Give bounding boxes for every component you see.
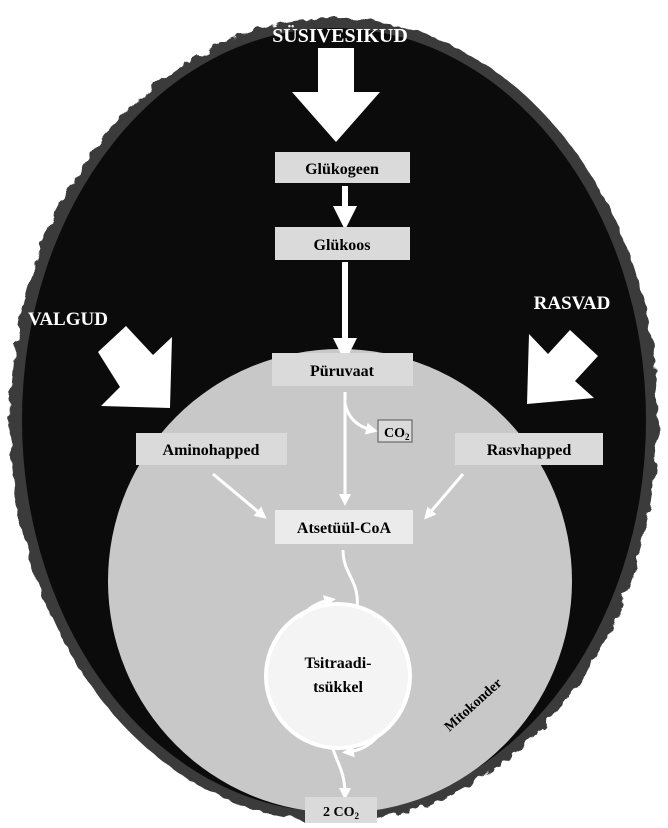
glycogen-box [275, 152, 410, 183]
carbohydrates-label: SÜSIVESIKUD [272, 24, 408, 47]
glucose-box [275, 227, 410, 260]
co2-side-label: CO2 [384, 426, 410, 442]
glycogen-label: Glükogeen [305, 161, 379, 178]
proteins-label: VALGUD [28, 309, 108, 330]
amino-acids-box [136, 433, 287, 465]
acetyl-to-cycle-arrow [341, 549, 359, 609]
pyruvate-box [272, 353, 413, 386]
proteins-arrow [98, 326, 172, 408]
co2-side-box [377, 419, 413, 443]
fats-label: RASVAD [534, 293, 611, 314]
cycle-arrow-bottom [342, 735, 380, 758]
acetyl-coa-label: Atsetüül-CoA [297, 520, 392, 537]
co2-out-subscript: 2 [355, 811, 360, 821]
fatty-to-acetyl-arrow [424, 473, 465, 520]
carbohydrates-arrow [292, 48, 380, 142]
co2-out-label: 2 CO2 [323, 805, 360, 821]
cycle-arrow-top [298, 595, 336, 619]
co2-side-base: CO [384, 426, 405, 441]
pyruvate-to-co2-arrow [343, 403, 378, 435]
fats-arrow [527, 330, 598, 404]
citrate-cycle [264, 602, 412, 750]
co2-side-subscript: 2 [405, 432, 410, 442]
amino-to-acetyl-arrow [212, 472, 267, 519]
acetyl-coa-box [275, 510, 413, 544]
co2-out-base: 2 CO [323, 805, 355, 820]
pyruvate-label: Püruvaat [310, 363, 375, 380]
cycle-label-line2: tsükkel [313, 679, 363, 696]
fatty-acids-box [455, 433, 603, 465]
fatty-acids-label: Rasvhapped [487, 442, 572, 459]
glucose-label: Glükoos [314, 237, 371, 254]
cycle-label-line1: Tsitraadi- [305, 655, 372, 672]
amino-acids-label: Aminohapped [163, 442, 260, 459]
co2-out-box [305, 797, 377, 823]
